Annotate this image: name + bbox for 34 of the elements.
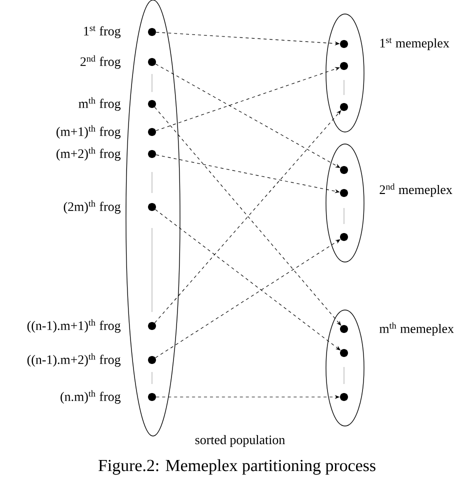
frog-label: 2$^{nd}$ frog <box>80 55 121 69</box>
ellipse <box>326 14 364 132</box>
dot <box>340 233 348 241</box>
dot <box>340 166 348 174</box>
arrow <box>155 239 340 358</box>
dot <box>148 58 156 66</box>
memeplex-label: m$^{th}$ memeplex <box>379 322 454 336</box>
dot <box>148 100 156 108</box>
dot <box>340 325 348 333</box>
frog-label: 1$^{st}$ frog <box>84 26 121 38</box>
frog-label: ((n-1).m+2)$^{th}$ frog <box>27 353 121 367</box>
frog-label: (n.m)$^{th}$ frog <box>60 390 121 404</box>
ellipse <box>126 0 180 436</box>
dot <box>148 393 156 401</box>
dot <box>340 62 348 70</box>
dot <box>340 103 348 111</box>
memeplex-label: 2$^{nd}$ memeplex <box>380 183 452 197</box>
caption: Figure.2: Memeplex partitioning process <box>98 459 376 475</box>
frog-label: (m+2)$^{th}$ frog <box>56 147 121 161</box>
population-label: sorted population <box>195 435 285 447</box>
ellipse <box>326 144 364 262</box>
frog-label: (2m)$^{th}$ frog <box>64 200 121 214</box>
dot <box>148 322 156 330</box>
frog-label: ((n-1).m+1)$^{th}$ frog <box>27 319 121 333</box>
dot <box>148 150 156 158</box>
dot <box>148 356 156 364</box>
frog-label: m$^{th}$ frog <box>78 97 121 111</box>
dot <box>148 203 156 211</box>
memeplex-label: 1$^{st}$ memeplex <box>380 38 450 50</box>
dot <box>340 349 348 357</box>
ellipse <box>326 310 364 426</box>
dot <box>148 128 156 136</box>
frog-label: (m+1)$^{th}$ frog <box>56 125 121 139</box>
dot <box>148 28 156 36</box>
